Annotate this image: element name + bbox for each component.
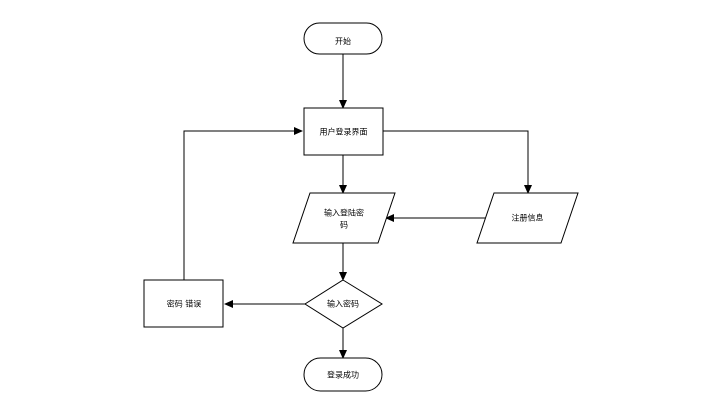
login-ui-node: 用户登录界面 — [303, 107, 384, 156]
connector-login-to-register — [383, 130, 532, 194]
input-credentials-label-line1: 输入登陆密 — [324, 208, 364, 218]
register-info-node: 注册信息 — [476, 192, 579, 244]
start-node: 开始 — [303, 22, 383, 55]
login-success-label: 登录成功 — [327, 370, 359, 380]
connector-error-to-login — [183, 127, 303, 280]
password-error-label: 密码 错误 — [167, 299, 202, 309]
connectors — [183, 54, 532, 359]
input-credentials-node: 输入登陆密 码 — [292, 192, 396, 244]
login-ui-label: 用户登录界面 — [320, 127, 368, 137]
login-success-node: 登录成功 — [303, 357, 383, 392]
check-password-node: 输入密码 — [304, 279, 383, 329]
input-credentials-label-line2: 码 — [340, 221, 348, 230]
register-info-label: 注册信息 — [512, 213, 544, 223]
start-label: 开始 — [335, 36, 351, 46]
password-error-node: 密码 错误 — [143, 279, 224, 328]
check-password-label: 输入密码 — [327, 299, 359, 309]
